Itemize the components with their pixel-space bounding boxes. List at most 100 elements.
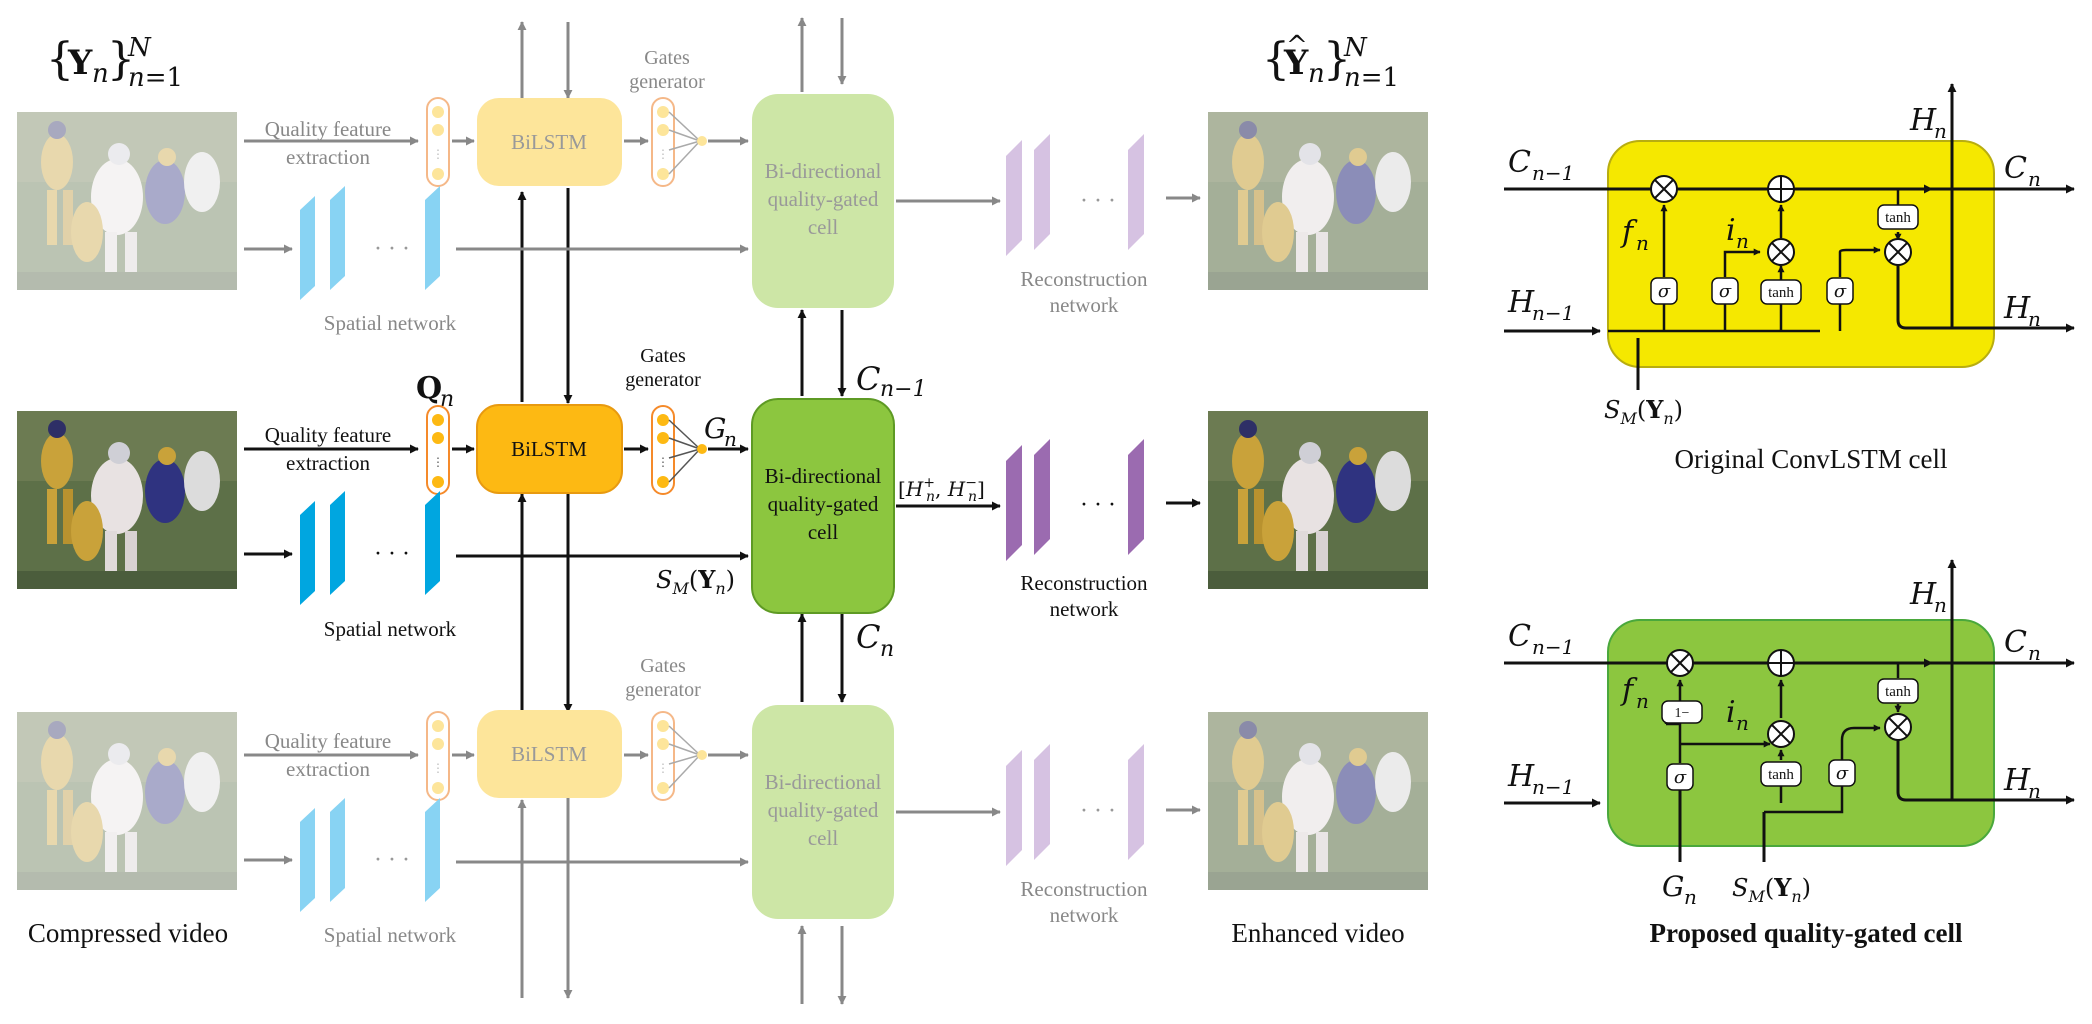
svg-text:n−1: n−1 [1532,635,1574,659]
svg-text:C: C [2004,151,2027,186]
c-next-label: C [856,618,880,656]
svg-text:n−1: n−1 [880,377,927,402]
bilstm-box [477,710,622,798]
svg-text:N: N [1343,33,1368,63]
svg-text:n: n [1684,885,1697,909]
cell-label: quality-gated [768,492,879,516]
proposed-quality-gated-cell: 1− σ tanh σ tanh C n−1 C n H n−1 H n H n… [1504,559,2075,948]
quality-feature-label: Quality feature [265,423,392,447]
svg-text:H: H [2003,291,2031,326]
reconstruction-label: network [1050,903,1119,927]
reconstruction-label: Reconstruction [1020,571,1148,595]
cell-label: cell [808,215,838,239]
s-input-label: SM(Yn) [1732,873,1811,906]
cell-label: Bi-directional [765,159,882,183]
svg-text:n: n [1308,59,1325,89]
svg-text:H: H [1909,103,1937,138]
bilstm-box [476,404,623,494]
svg-text:n: n [92,59,109,89]
cell-label: quality-gated [768,187,879,211]
c-prev-label: C [856,360,880,398]
enhanced-video-caption: Enhanced video [1231,918,1404,948]
svg-text:n=1: n=1 [1344,63,1399,93]
quality-feature-label: extraction [286,451,370,475]
enhanced-frame-2 [1208,411,1428,589]
bidirectional-cell [752,705,894,919]
quality-feature-label: extraction [286,145,370,169]
svg-text:n: n [1736,229,1749,253]
s-label: SM(Yn) [656,565,735,598]
g-input-label: G [1662,870,1684,903]
svg-text:N: N [127,33,152,63]
cell-label: Bi-directional [765,770,882,794]
svg-text:· · ·: · · · [375,237,410,262]
spatial-network-label: Spatial network [324,617,457,641]
svg-text:{: { [46,34,74,85]
svg-text:n: n [1934,119,1947,143]
cell-label: cell [808,520,838,544]
input-set-label: { Y n } N n=1 [46,33,183,93]
svg-text:}: } [1323,34,1351,85]
svg-text:· · ·: · · · [1081,799,1116,824]
svg-text:n: n [1736,711,1749,735]
g-label: G [704,412,726,445]
bilstm-vertical-arrows [517,21,573,999]
svg-text:· · ·: · · · [375,848,410,873]
svg-text:n: n [2028,641,2041,665]
svg-text:C: C [2004,625,2027,660]
spatial-network-label: Spatial network [324,311,457,335]
bilstm-label: BiLSTM [511,130,587,154]
row-previous: Quality feature extraction ⋮ BiLSTM Gate… [17,47,1428,335]
cell-label: quality-gated [768,798,879,822]
input-gate-label: i [1726,695,1736,730]
svg-text:^: ^ [1286,31,1308,61]
reconstruction-label: network [1050,597,1119,621]
svg-text:⋮: ⋮ [432,455,444,469]
cell-label: Bi-directional [765,464,882,488]
tanh-gate: tanh [1768,767,1794,783]
sigma-gate: σ [1836,763,1849,784]
svg-text:⋮: ⋮ [657,761,669,775]
svg-text:n=1: n=1 [128,63,183,93]
svg-text:n: n [1636,231,1649,255]
tanh-gate: tanh [1885,684,1911,700]
output-set-label: { Y ^ n } N n=1 [1262,31,1399,93]
svg-text:n: n [724,427,737,451]
bilstm-label: BiLSTM [511,437,587,461]
cell-vertical-arrows [797,17,847,1005]
one-minus-gate: 1− [1675,706,1690,721]
svg-text:Y: Y [1283,43,1309,83]
gates-generator-label: generator [629,71,705,93]
bidirectional-cell [751,398,895,614]
reconstruction-label: Reconstruction [1020,267,1148,291]
row-current: Quality feature extraction Q n ⋮ BiLSTM … [17,345,1428,662]
row-next: Quality feature extraction ⋮ BiLSTM Gate… [17,655,1428,947]
tanh-gate: tanh [1885,210,1911,226]
svg-text:H: H [1909,577,1937,612]
sigma-gate: σ [1674,767,1687,788]
q-label: Q [416,371,442,406]
gates-generator-label: Gates [640,655,686,677]
spatial-network-label: Spatial network [324,923,457,947]
cell-label: cell [808,826,838,850]
svg-text:· · ·: · · · [1081,493,1116,518]
gates-generator-label: generator [625,679,701,701]
s-input-label: SM(Yn) [1604,395,1683,428]
proposed-cell-caption: Proposed quality-gated cell [1650,918,1963,948]
svg-text:n−1: n−1 [1532,301,1574,325]
quality-feature-label: Quality feature [265,117,392,141]
svg-text:n: n [880,637,894,662]
original-cell-caption: Original ConvLSTM cell [1675,444,1948,474]
svg-text:n: n [440,387,454,412]
bilstm-box [477,98,622,186]
svg-text:· · ·: · · · [1081,189,1116,214]
reconstruction-label: Reconstruction [1020,877,1148,901]
svg-text:H: H [2003,763,2031,798]
original-convlstm-cell: σ σ tanh σ tanh C n−1 C n H n−1 H n H n … [1504,83,2075,474]
sigma-gate: σ [1658,281,1671,302]
svg-text:⋮: ⋮ [657,147,669,161]
sigma-gate: σ [1719,281,1732,302]
bilstm-label: BiLSTM [511,742,587,766]
svg-text:n−1: n−1 [1532,161,1574,185]
